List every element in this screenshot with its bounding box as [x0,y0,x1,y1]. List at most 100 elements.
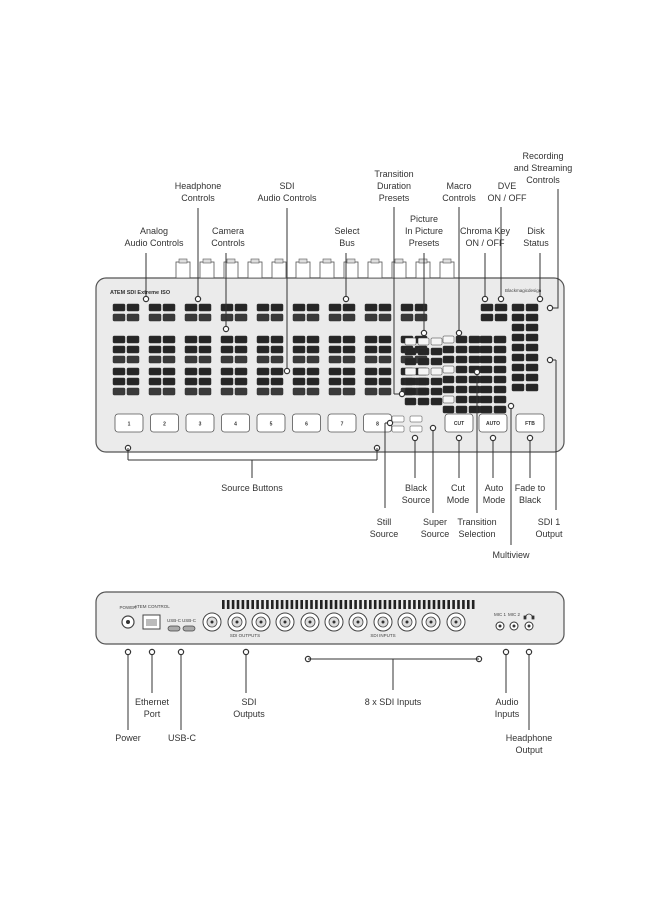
control-button[interactable] [494,313,508,322]
control-button[interactable] [468,395,481,404]
control-button[interactable] [162,335,176,344]
control-button[interactable] [306,377,320,386]
control-button[interactable] [455,405,468,414]
control-button[interactable] [468,355,481,364]
control-button[interactable] [184,313,198,322]
control-button[interactable] [525,303,539,312]
control-button[interactable] [455,385,468,394]
control-button[interactable] [126,345,140,354]
control-button[interactable] [220,377,234,386]
control-button[interactable] [442,375,455,384]
control-button[interactable] [364,387,378,396]
control-button[interactable] [256,335,270,344]
source-button[interactable] [114,413,144,433]
control-button[interactable] [468,335,481,344]
control-button[interactable] [417,377,430,386]
control-button[interactable] [400,303,414,312]
control-button[interactable] [417,347,430,356]
control-button[interactable] [306,313,320,322]
control-button[interactable] [480,313,494,322]
control-button[interactable] [234,313,248,322]
control-button[interactable] [292,355,306,364]
control-button[interactable] [184,355,198,364]
control-button[interactable] [479,345,493,354]
control-button[interactable] [525,333,539,342]
control-button[interactable] [112,303,126,312]
control-button[interactable] [511,363,525,372]
control-button[interactable] [112,377,126,386]
control-button[interactable] [220,355,234,364]
control-button[interactable] [378,335,392,344]
control-button[interactable] [404,397,417,406]
control-button[interactable] [234,345,248,354]
control-button[interactable] [148,303,162,312]
control-button[interactable] [494,303,508,312]
control-button[interactable] [493,385,507,394]
control-button[interactable] [493,335,507,344]
control-button[interactable] [364,345,378,354]
control-button[interactable] [430,387,443,396]
still-source-button-2[interactable] [391,425,405,433]
control-button[interactable] [404,337,417,346]
control-button[interactable] [234,335,248,344]
control-button[interactable] [112,313,126,322]
control-button[interactable] [184,345,198,354]
control-button[interactable] [198,355,212,364]
control-button[interactable] [270,335,284,344]
source-button[interactable] [327,413,357,433]
control-button[interactable] [511,383,525,392]
source-button[interactable] [150,413,179,433]
control-button[interactable] [479,365,493,374]
control-button[interactable] [126,367,140,376]
control-button[interactable] [126,335,140,344]
control-button[interactable] [430,367,443,376]
control-button[interactable] [198,313,212,322]
control-button[interactable] [364,303,378,312]
control-button[interactable] [479,355,493,364]
control-button[interactable] [198,387,212,396]
control-button[interactable] [184,387,198,396]
control-button[interactable] [328,377,342,386]
control-button[interactable] [270,377,284,386]
control-button[interactable] [270,387,284,396]
control-button[interactable] [126,355,140,364]
control-button[interactable] [430,397,443,406]
control-button[interactable] [442,345,455,354]
control-button[interactable] [184,303,198,312]
control-button[interactable] [256,355,270,364]
control-button[interactable] [112,355,126,364]
control-button[interactable] [220,345,234,354]
control-button[interactable] [455,335,468,344]
control-button[interactable] [468,345,481,354]
control-button[interactable] [525,343,539,352]
control-button[interactable] [256,345,270,354]
control-button[interactable] [468,405,481,414]
control-button[interactable] [417,397,430,406]
control-button[interactable] [468,375,481,384]
control-button[interactable] [306,387,320,396]
control-button[interactable] [270,313,284,322]
control-button[interactable] [511,343,525,352]
control-button[interactable] [256,313,270,322]
control-button[interactable] [292,367,306,376]
control-button[interactable] [525,363,539,372]
control-button[interactable] [364,355,378,364]
control-button[interactable] [378,355,392,364]
control-button[interactable] [364,377,378,386]
control-button[interactable] [220,367,234,376]
control-button[interactable] [184,367,198,376]
control-button[interactable] [479,335,493,344]
source-button[interactable] [256,413,286,433]
control-button[interactable] [364,367,378,376]
control-button[interactable] [328,335,342,344]
control-button[interactable] [342,313,356,322]
control-button[interactable] [511,313,525,322]
control-button[interactable] [198,303,212,312]
control-button[interactable] [417,337,430,346]
control-button[interactable] [306,345,320,354]
control-button[interactable] [455,375,468,384]
control-button[interactable] [364,335,378,344]
control-button[interactable] [198,345,212,354]
control-button[interactable] [292,387,306,396]
control-button[interactable] [198,335,212,344]
